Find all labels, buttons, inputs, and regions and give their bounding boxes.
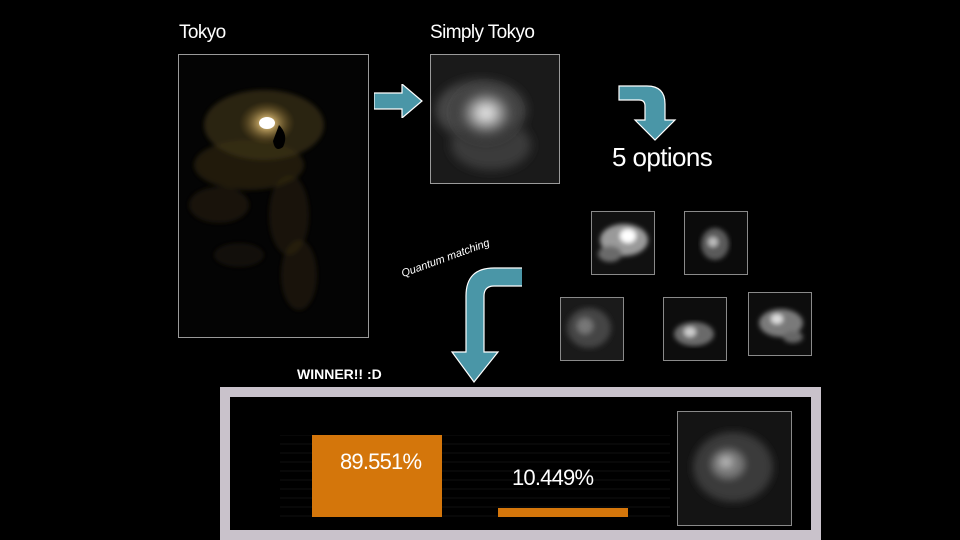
option-thumbnail-4 bbox=[663, 297, 727, 361]
curved-down-arrow-large-icon bbox=[450, 267, 522, 383]
results-panel-inner: 89.551% 10.449% bbox=[230, 397, 811, 530]
simply-tokyo-label: Simply Tokyo bbox=[430, 22, 535, 43]
winner-image bbox=[677, 411, 792, 526]
results-panel: 89.551% 10.449% bbox=[220, 387, 821, 540]
option-thumbnail-2 bbox=[684, 211, 748, 275]
tokyo-label: Tokyo bbox=[179, 22, 226, 43]
result-bar-1-label: 89.551% bbox=[340, 449, 422, 474]
option-thumbnail-3 bbox=[560, 297, 624, 361]
curved-down-arrow-icon bbox=[618, 85, 677, 141]
options-label: 5 options bbox=[612, 142, 713, 172]
right-arrow-icon bbox=[374, 84, 423, 118]
simply-tokyo-image bbox=[430, 54, 560, 184]
option-thumbnail-5 bbox=[748, 292, 812, 356]
winner-label: WINNER!! :D bbox=[297, 366, 382, 382]
option-thumbnail-1 bbox=[591, 211, 655, 275]
tokyo-night-satellite-image bbox=[178, 54, 369, 338]
result-bar-2-label: 10.449% bbox=[512, 465, 594, 490]
result-bar-2 bbox=[498, 508, 628, 517]
result-bar-1 bbox=[312, 435, 442, 517]
